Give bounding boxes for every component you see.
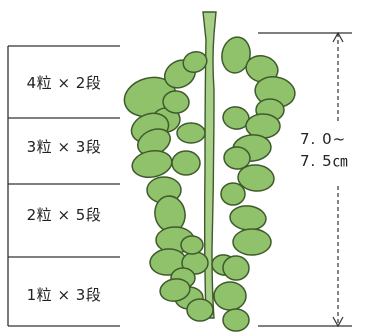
grape-berry <box>181 236 203 254</box>
grape-berry <box>177 123 205 143</box>
grape-berry <box>221 183 245 205</box>
tier-label-4: 1粒 × 3段 <box>8 284 120 305</box>
grape-berry <box>229 204 267 231</box>
grape-berry <box>130 148 174 181</box>
tier-label-3: 2粒 × 5段 <box>8 204 120 225</box>
tier-label-1: 4粒 × 2段 <box>8 72 120 93</box>
tier-label-2: 3粒 × 3段 <box>8 136 120 157</box>
length-label-line1: 7. 0~ <box>300 130 346 149</box>
grape-berry <box>172 151 200 175</box>
length-label-line2: 7. 5㎝ <box>300 152 349 171</box>
grape-berry <box>214 282 246 310</box>
grape-berry <box>187 299 213 321</box>
grape-berry <box>223 309 249 331</box>
grape-berry <box>233 229 271 255</box>
